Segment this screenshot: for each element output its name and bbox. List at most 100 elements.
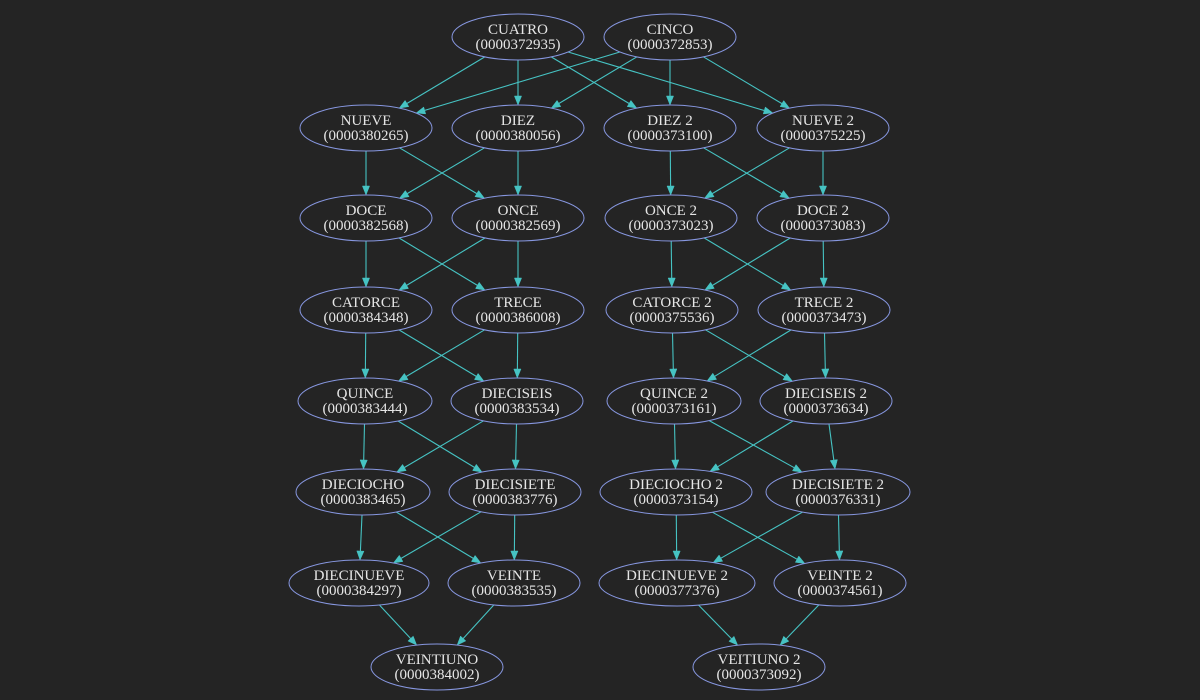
node-veintiuno[interactable]: VEINTIUNO(0000384002): [370, 643, 504, 691]
node-code: (0000373023): [629, 218, 714, 234]
node-nueve2[interactable]: NUEVE 2(0000375225): [756, 104, 890, 152]
edge-cuatro-to-nueve2: [567, 51, 774, 115]
edge-nueve2-to-doce2: [819, 151, 827, 196]
edge-line: [378, 604, 412, 639]
arrowhead-icon: [712, 554, 724, 563]
arrowhead-icon: [398, 190, 410, 199]
arrowhead-icon: [514, 277, 522, 288]
node-name: CATORCE: [332, 295, 400, 311]
node-ellipse: [757, 286, 891, 334]
node-dieciocho[interactable]: DIECIOCHO(0000383465): [295, 468, 431, 516]
edge-dieciocho2-to-diecinueve2: [672, 514, 681, 561]
edge-once2-to-catorce2: [667, 240, 676, 288]
node-nueve[interactable]: NUEVE(0000380265): [299, 104, 433, 152]
node-veitiuno2[interactable]: VEITIUNO 2(0000373092): [692, 643, 826, 691]
edge-diez-to-doce: [398, 147, 485, 199]
node-veinte[interactable]: VEINTE(0000383535): [447, 559, 581, 607]
node-code: (0000373083): [781, 218, 866, 234]
node-diecinueve[interactable]: DIECINUEVE(0000384297): [288, 559, 430, 607]
edge-line: [703, 56, 783, 105]
node-diecisiete[interactable]: DIECISIETE(0000383776): [448, 468, 582, 516]
node-cuatro[interactable]: CUATRO(0000372935): [451, 13, 585, 61]
edge-once-to-catorce: [398, 237, 486, 291]
edge-diecisiete-to-veinte: [510, 514, 519, 561]
node-dieciseis[interactable]: DIECISEIS(0000383534): [450, 377, 584, 425]
arrowhead-icon: [359, 459, 368, 470]
edge-line: [363, 423, 366, 461]
edge-line: [550, 56, 630, 104]
node-code: (0000384348): [324, 310, 409, 326]
node-ellipse: [603, 13, 737, 61]
arrowhead-icon: [470, 554, 482, 564]
edge-dieciseis-to-dieciocho: [396, 420, 484, 473]
node-trece2[interactable]: TRECE 2(0000373473): [757, 286, 891, 334]
node-catorce[interactable]: CATORCE(0000384348): [299, 286, 433, 334]
edge-line: [462, 604, 495, 639]
edge-dieciseis-to-diecisiete: [511, 423, 520, 470]
arrowhead-icon: [514, 95, 522, 106]
node-diecisiete2[interactable]: DIECISIETE 2(0000376331): [765, 468, 911, 516]
node-trece[interactable]: TRECE(0000386008): [451, 286, 585, 334]
edge-quince2-to-diecisiete2: [708, 420, 803, 473]
edge-line: [359, 514, 363, 552]
edge-diecinueve2-to-veitiuno2: [698, 604, 739, 646]
node-doce[interactable]: DOCE(0000382568): [299, 194, 433, 242]
node-name: NUEVE: [341, 113, 392, 129]
node-name: QUINCE: [337, 386, 394, 402]
arrowhead-icon: [513, 368, 522, 379]
node-name: VEITIUNO 2: [718, 652, 801, 668]
node-veinte2[interactable]: VEINTE 2(0000374561): [773, 559, 907, 607]
node-name: DIECIOCHO: [322, 477, 405, 493]
node-diecinueve2[interactable]: DIECINUEVE 2(0000377376): [598, 559, 756, 607]
arrowhead-icon: [667, 277, 676, 288]
edge-line: [708, 420, 795, 469]
node-ellipse: [299, 194, 433, 242]
edge-line: [397, 420, 475, 468]
node-dieciocho2[interactable]: DIECIOCHO 2(0000373154): [599, 468, 753, 516]
edge-quince-to-diecisiete: [397, 420, 483, 473]
edge-quince-to-dieciocho: [359, 423, 368, 470]
arrowhead-icon: [782, 373, 794, 382]
node-diez2[interactable]: DIEZ 2(0000373100): [603, 104, 737, 152]
arrowhead-icon: [511, 459, 520, 470]
edge-line: [670, 240, 673, 279]
node-doce2[interactable]: DOCE 2(0000373083): [756, 194, 890, 242]
node-code: (0000380265): [324, 128, 409, 144]
edge-line: [398, 329, 477, 377]
edge-line: [567, 51, 765, 112]
node-once2[interactable]: ONCE 2(0000373023): [604, 194, 738, 242]
node-ellipse: [451, 194, 585, 242]
node-dieciseis2[interactable]: DIECISEIS 2(0000373634): [759, 377, 893, 425]
node-catorce2[interactable]: CATORCE 2(0000375536): [605, 286, 739, 334]
node-code: (0000382569): [476, 218, 561, 234]
node-name: DIECISIETE 2: [792, 477, 884, 493]
node-quince[interactable]: QUINCE(0000383444): [297, 377, 433, 425]
arrowhead-icon: [779, 190, 790, 199]
node-quince2[interactable]: QUINCE 2(0000373161): [606, 377, 742, 425]
node-code: (0000380056): [476, 128, 561, 144]
edge-dieciseis2-to-dieciocho2: [709, 420, 794, 472]
node-name: NUEVE 2: [792, 113, 854, 129]
node-code: (0000373092): [717, 667, 802, 683]
arrowhead-icon: [762, 106, 774, 115]
node-diez[interactable]: DIEZ(0000380056): [451, 104, 585, 152]
node-cinco[interactable]: CINCO(0000372853): [603, 13, 737, 61]
node-code: (0000383465): [321, 492, 406, 508]
edge-cuatro-to-nueve: [398, 56, 486, 109]
edge-diecisiete-to-diecinueve: [392, 511, 482, 564]
arrowhead-icon: [474, 190, 486, 199]
edges-layer: [356, 51, 844, 646]
edge-veinte2-to-veitiuno2: [779, 604, 820, 646]
edge-line: [399, 147, 478, 195]
node-ellipse: [605, 286, 739, 334]
node-ellipse: [299, 104, 433, 152]
edge-diez2-to-doce2: [703, 147, 790, 199]
node-name: ONCE: [498, 203, 539, 219]
edge-cinco-to-diez2: [666, 60, 674, 106]
node-ellipse: [450, 377, 584, 425]
arrowhead-icon: [550, 99, 562, 109]
arrowhead-icon: [362, 185, 370, 196]
node-once[interactable]: ONCE(0000382569): [451, 194, 585, 242]
edge-trece-to-dieciseis: [513, 332, 522, 379]
